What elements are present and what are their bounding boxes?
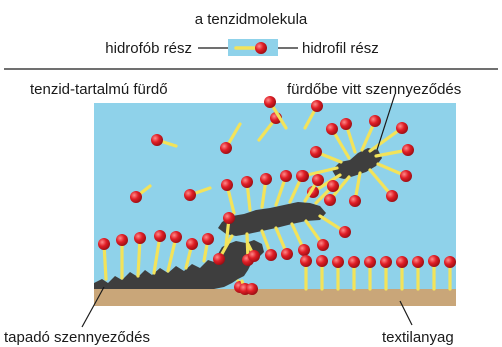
hydrophobic-label: hidrofób rész	[105, 40, 192, 57]
molecule-head	[327, 180, 339, 192]
molecule-head	[316, 255, 328, 267]
molecule-head	[134, 232, 146, 244]
molecule-head	[280, 170, 292, 182]
molecule-head	[241, 176, 253, 188]
molecule-head	[369, 115, 381, 127]
legend-molecule-head	[255, 42, 267, 54]
molecule-head	[300, 255, 312, 267]
surfactant-molecule	[246, 283, 258, 295]
molecule-head	[444, 256, 456, 268]
molecule-head	[326, 123, 338, 135]
molecule-head	[428, 255, 440, 267]
molecule-head	[248, 250, 260, 262]
molecule-head	[311, 100, 323, 112]
dirt-in-bath-label: fürdőbe vitt szennyeződés	[287, 81, 461, 98]
molecule-head	[332, 256, 344, 268]
molecule-head	[339, 226, 351, 238]
molecule-head	[310, 146, 322, 158]
hydrophilic-label: hidrofil rész	[302, 40, 379, 57]
molecule-head	[223, 212, 235, 224]
molecule-head	[386, 190, 398, 202]
adhered-dirt-pointer	[82, 287, 104, 327]
molecule-head	[184, 189, 196, 201]
molecule-head	[221, 179, 233, 191]
molecule-head	[364, 256, 376, 268]
molecule-head	[264, 96, 276, 108]
molecule-head	[116, 234, 128, 246]
molecule-head	[396, 122, 408, 134]
molecule-head	[412, 256, 424, 268]
molecule-head	[170, 231, 182, 243]
molecule-head	[98, 238, 110, 250]
molecule-head	[324, 194, 336, 206]
legend-title: a tenzidmolekula	[195, 11, 308, 28]
molecule-head	[396, 256, 408, 268]
molecule-head	[349, 195, 361, 207]
molecule-head	[317, 239, 329, 251]
molecule-head	[340, 118, 352, 130]
molecule-head	[246, 283, 258, 295]
molecule-head	[296, 170, 308, 182]
molecule-head	[151, 134, 163, 146]
molecule-head	[298, 244, 310, 256]
molecule-head	[312, 174, 324, 186]
molecule-head	[202, 233, 214, 245]
molecule-head	[380, 256, 392, 268]
molecule-head	[213, 253, 225, 265]
adhered-dirt-label: tapadó szennyeződés	[4, 329, 150, 346]
molecule-head	[220, 142, 232, 154]
molecule-head	[402, 144, 414, 156]
molecule-head	[348, 256, 360, 268]
molecule-head	[281, 248, 293, 260]
molecule-head	[154, 230, 166, 242]
molecule-head	[400, 170, 412, 182]
molecule-head	[260, 173, 272, 185]
molecule-head	[265, 249, 277, 261]
bath-label: tenzid-tartalmú fürdő	[30, 81, 168, 98]
molecule-head	[130, 191, 142, 203]
molecule-head	[186, 238, 198, 250]
fabric-label: textilanyag	[382, 329, 454, 346]
